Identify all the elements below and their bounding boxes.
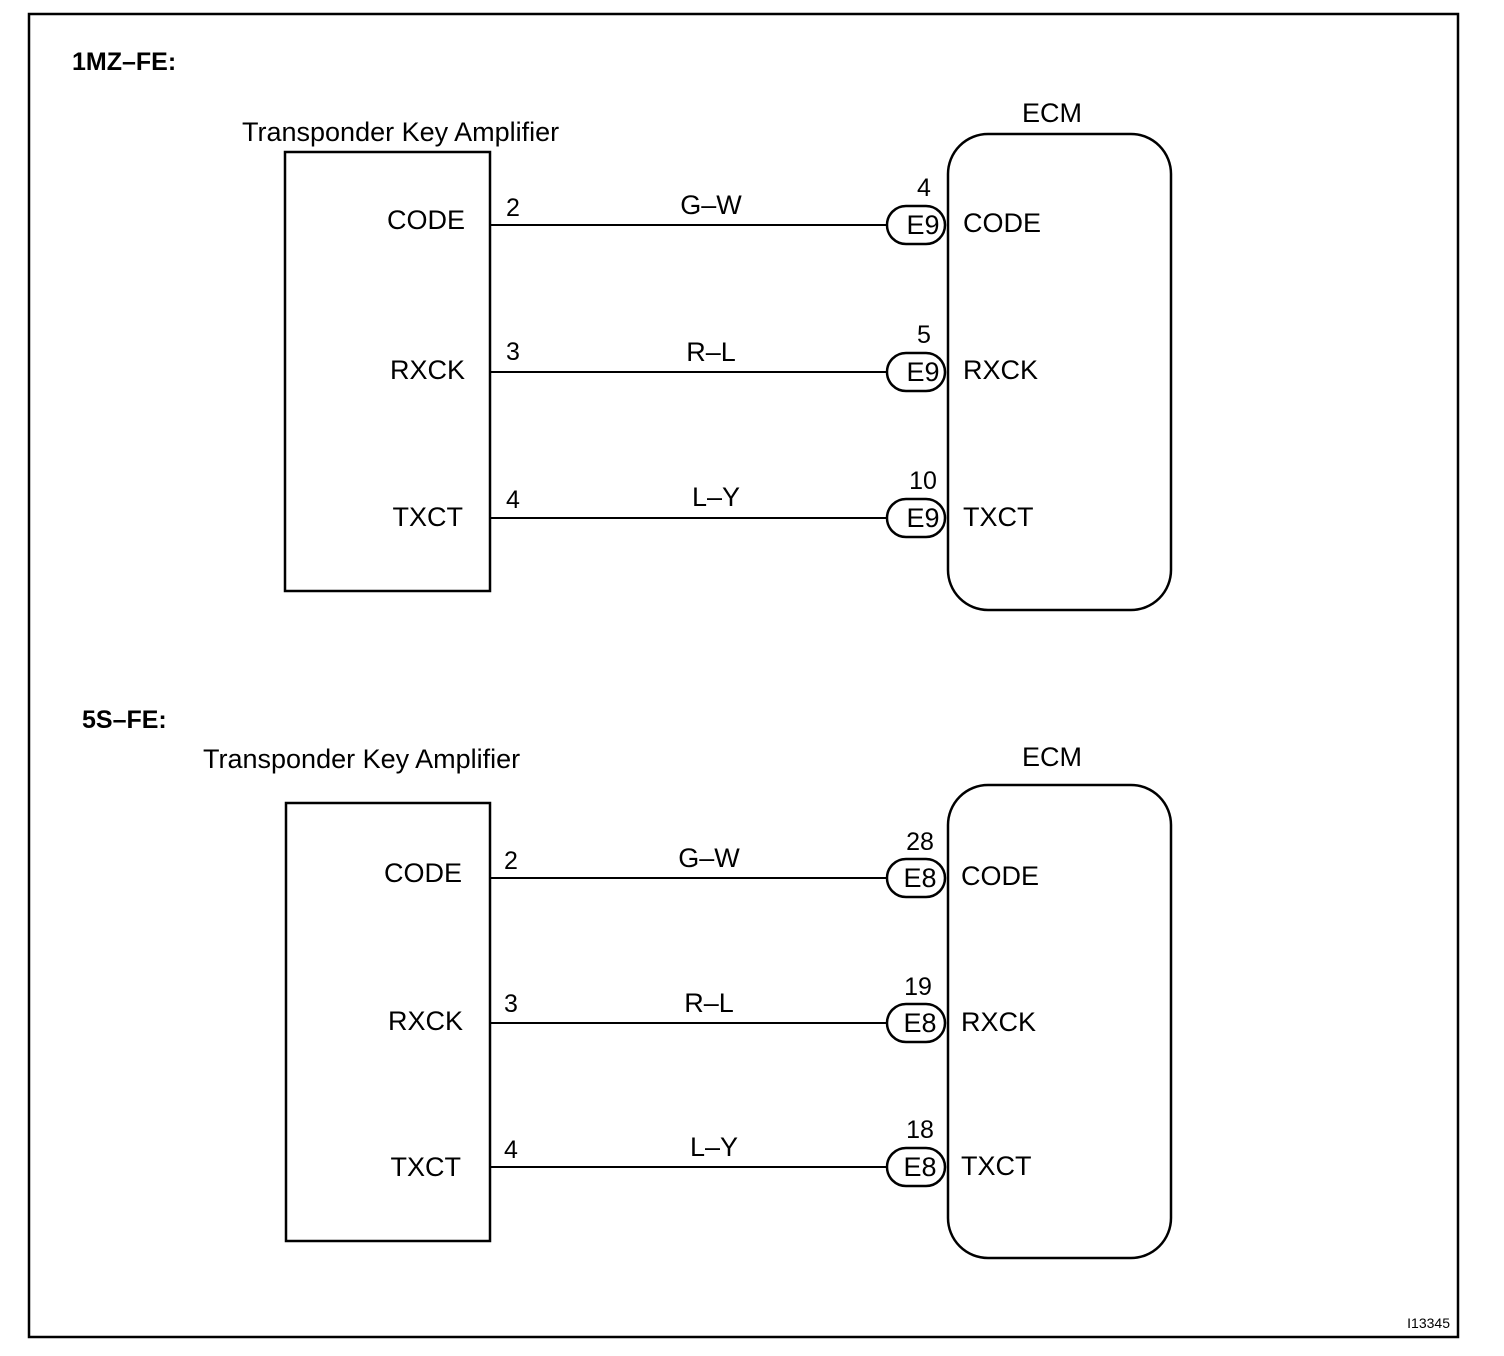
ecm-pin: 10 (909, 467, 937, 495)
section-1mz-fe: 1MZ–FE: Transponder Key Amplifier ECM CO… (72, 48, 1173, 612)
wire-color: L–Y (690, 1132, 738, 1162)
ecm-box (946, 783, 1173, 1260)
wire-color: G–W (680, 190, 742, 220)
ecm-pin: 28 (906, 828, 934, 856)
circuit-rxck: RXCK 3 R–L E8 19 RXCK (388, 973, 1036, 1044)
wire-color: R–L (684, 988, 734, 1018)
circuit-code: CODE 2 G–W E9 4 CODE (387, 174, 1041, 246)
connector-badge (885, 204, 947, 246)
ecm-terminal-txct: TXCT (961, 1151, 1032, 1181)
section-5s-fe: 5S–FE: Transponder Key Amplifier ECM COD… (82, 706, 1173, 1260)
connector-badge (885, 1002, 947, 1044)
amplifier-terminal-rxck: RXCK (388, 1006, 463, 1036)
amplifier-terminal-rxck: RXCK (390, 355, 465, 385)
wire-color: L–Y (692, 482, 740, 512)
ecm-terminal-rxck: RXCK (963, 355, 1038, 385)
ecm-terminal-code: CODE (961, 861, 1039, 891)
image-code: I13345 (1407, 1315, 1450, 1331)
amplifier-pin: 4 (504, 1136, 518, 1164)
amplifier-pin: 2 (504, 847, 518, 875)
amplifier-terminal-txct: TXCT (391, 1152, 462, 1182)
amplifier-label: Transponder Key Amplifier (242, 117, 559, 147)
amplifier-pin: 4 (506, 486, 520, 514)
ecm-terminal-code: CODE (963, 208, 1041, 238)
ecm-pin: 4 (917, 174, 931, 202)
wire-color: G–W (678, 843, 740, 873)
amplifier-terminal-code: CODE (387, 205, 465, 235)
circuit-txct: TXCT 4 L–Y E9 10 TXCT (393, 467, 1034, 539)
connector-id: E8 (903, 1152, 936, 1182)
connector-id: E9 (906, 357, 939, 387)
circuit-code: CODE 2 G–W E8 28 CODE (384, 828, 1039, 899)
ecm-pin: 19 (904, 973, 932, 1001)
circuit-rxck: RXCK 3 R–L E9 5 RXCK (390, 321, 1038, 393)
connector-badge (885, 497, 947, 539)
ecm-box (946, 132, 1173, 612)
connector-badge (885, 351, 947, 393)
section-title: 5S–FE: (82, 706, 167, 734)
connector-id: E9 (906, 210, 939, 240)
amplifier-terminal-txct: TXCT (393, 502, 464, 532)
connector-id: E8 (903, 863, 936, 893)
diagram-frame (27, 12, 1460, 1339)
amplifier-pin: 3 (504, 990, 518, 1018)
wire-color: R–L (686, 337, 736, 367)
ecm-pin: 18 (906, 1116, 934, 1144)
connector-id: E9 (906, 503, 939, 533)
ecm-terminal-txct: TXCT (963, 502, 1034, 532)
ecm-label: ECM (1022, 742, 1082, 772)
ecm-terminal-rxck: RXCK (961, 1007, 1036, 1037)
ecm-label: ECM (1022, 98, 1082, 128)
section-title: 1MZ–FE: (72, 48, 176, 76)
amplifier-pin: 2 (506, 194, 520, 222)
connector-id: E8 (903, 1008, 936, 1038)
amplifier-label: Transponder Key Amplifier (203, 744, 520, 774)
circuit-txct: TXCT 4 L–Y E8 18 TXCT (391, 1116, 1032, 1188)
connector-badge (885, 1146, 947, 1188)
ecm-pin: 5 (917, 321, 931, 349)
amplifier-pin: 3 (506, 338, 520, 366)
amplifier-terminal-code: CODE (384, 858, 462, 888)
connector-badge (885, 857, 947, 899)
